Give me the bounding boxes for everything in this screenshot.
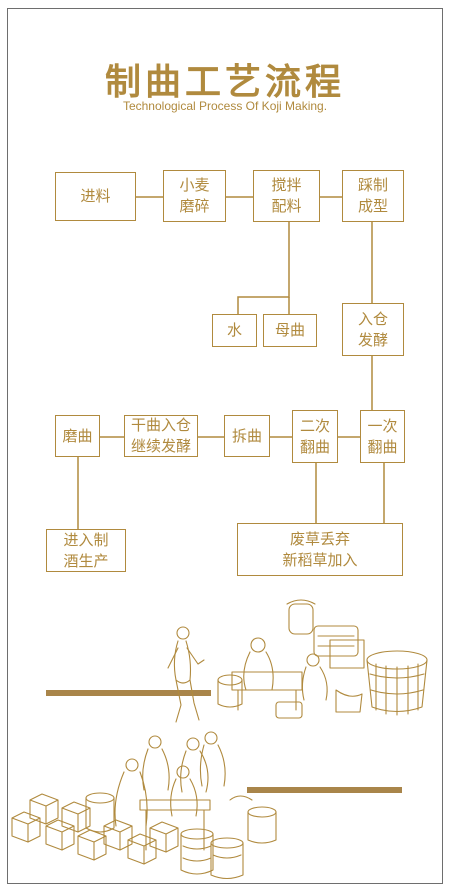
standing-worker-figure (167, 626, 205, 723)
step-feicao: 废草丢弃 新稻草加入 (237, 523, 403, 576)
step-shui: 水 (212, 314, 257, 347)
workshop-scene-right (217, 599, 428, 719)
step-caizhi-chengxing: 踩制 成型 (342, 170, 404, 222)
page-subtitle: Technological Process Of Koji Making. (122, 99, 328, 113)
connector-line (237, 222, 290, 314)
step-moqu: 磨曲 (55, 415, 100, 457)
decorative-bar (46, 690, 211, 696)
step-jinliao: 进料 (55, 172, 136, 221)
step-chaiqu: 拆曲 (224, 415, 270, 457)
step-xiaomai-mosui: 小麦 磨碎 (163, 170, 226, 222)
step-yici-fanqu: 一次 翻曲 (360, 410, 405, 463)
step-muqu: 母曲 (263, 314, 317, 347)
step-jiaoban-peiliao: 搅拌 配料 (253, 170, 320, 222)
step-ganqu-rucang: 干曲入仓 继续发酵 (124, 415, 198, 457)
step-erci-fanqu: 二次 翻曲 (292, 410, 338, 463)
decorative-bar (247, 787, 402, 793)
page-title: 制曲工艺流程 (104, 62, 345, 103)
koji-brick-stack (11, 793, 179, 865)
step-rucang-fajiao: 入仓 发酵 (342, 303, 404, 356)
step-jinru-zhijiu: 进入制 酒生产 (46, 529, 126, 572)
workshop-scene-left (85, 731, 277, 880)
